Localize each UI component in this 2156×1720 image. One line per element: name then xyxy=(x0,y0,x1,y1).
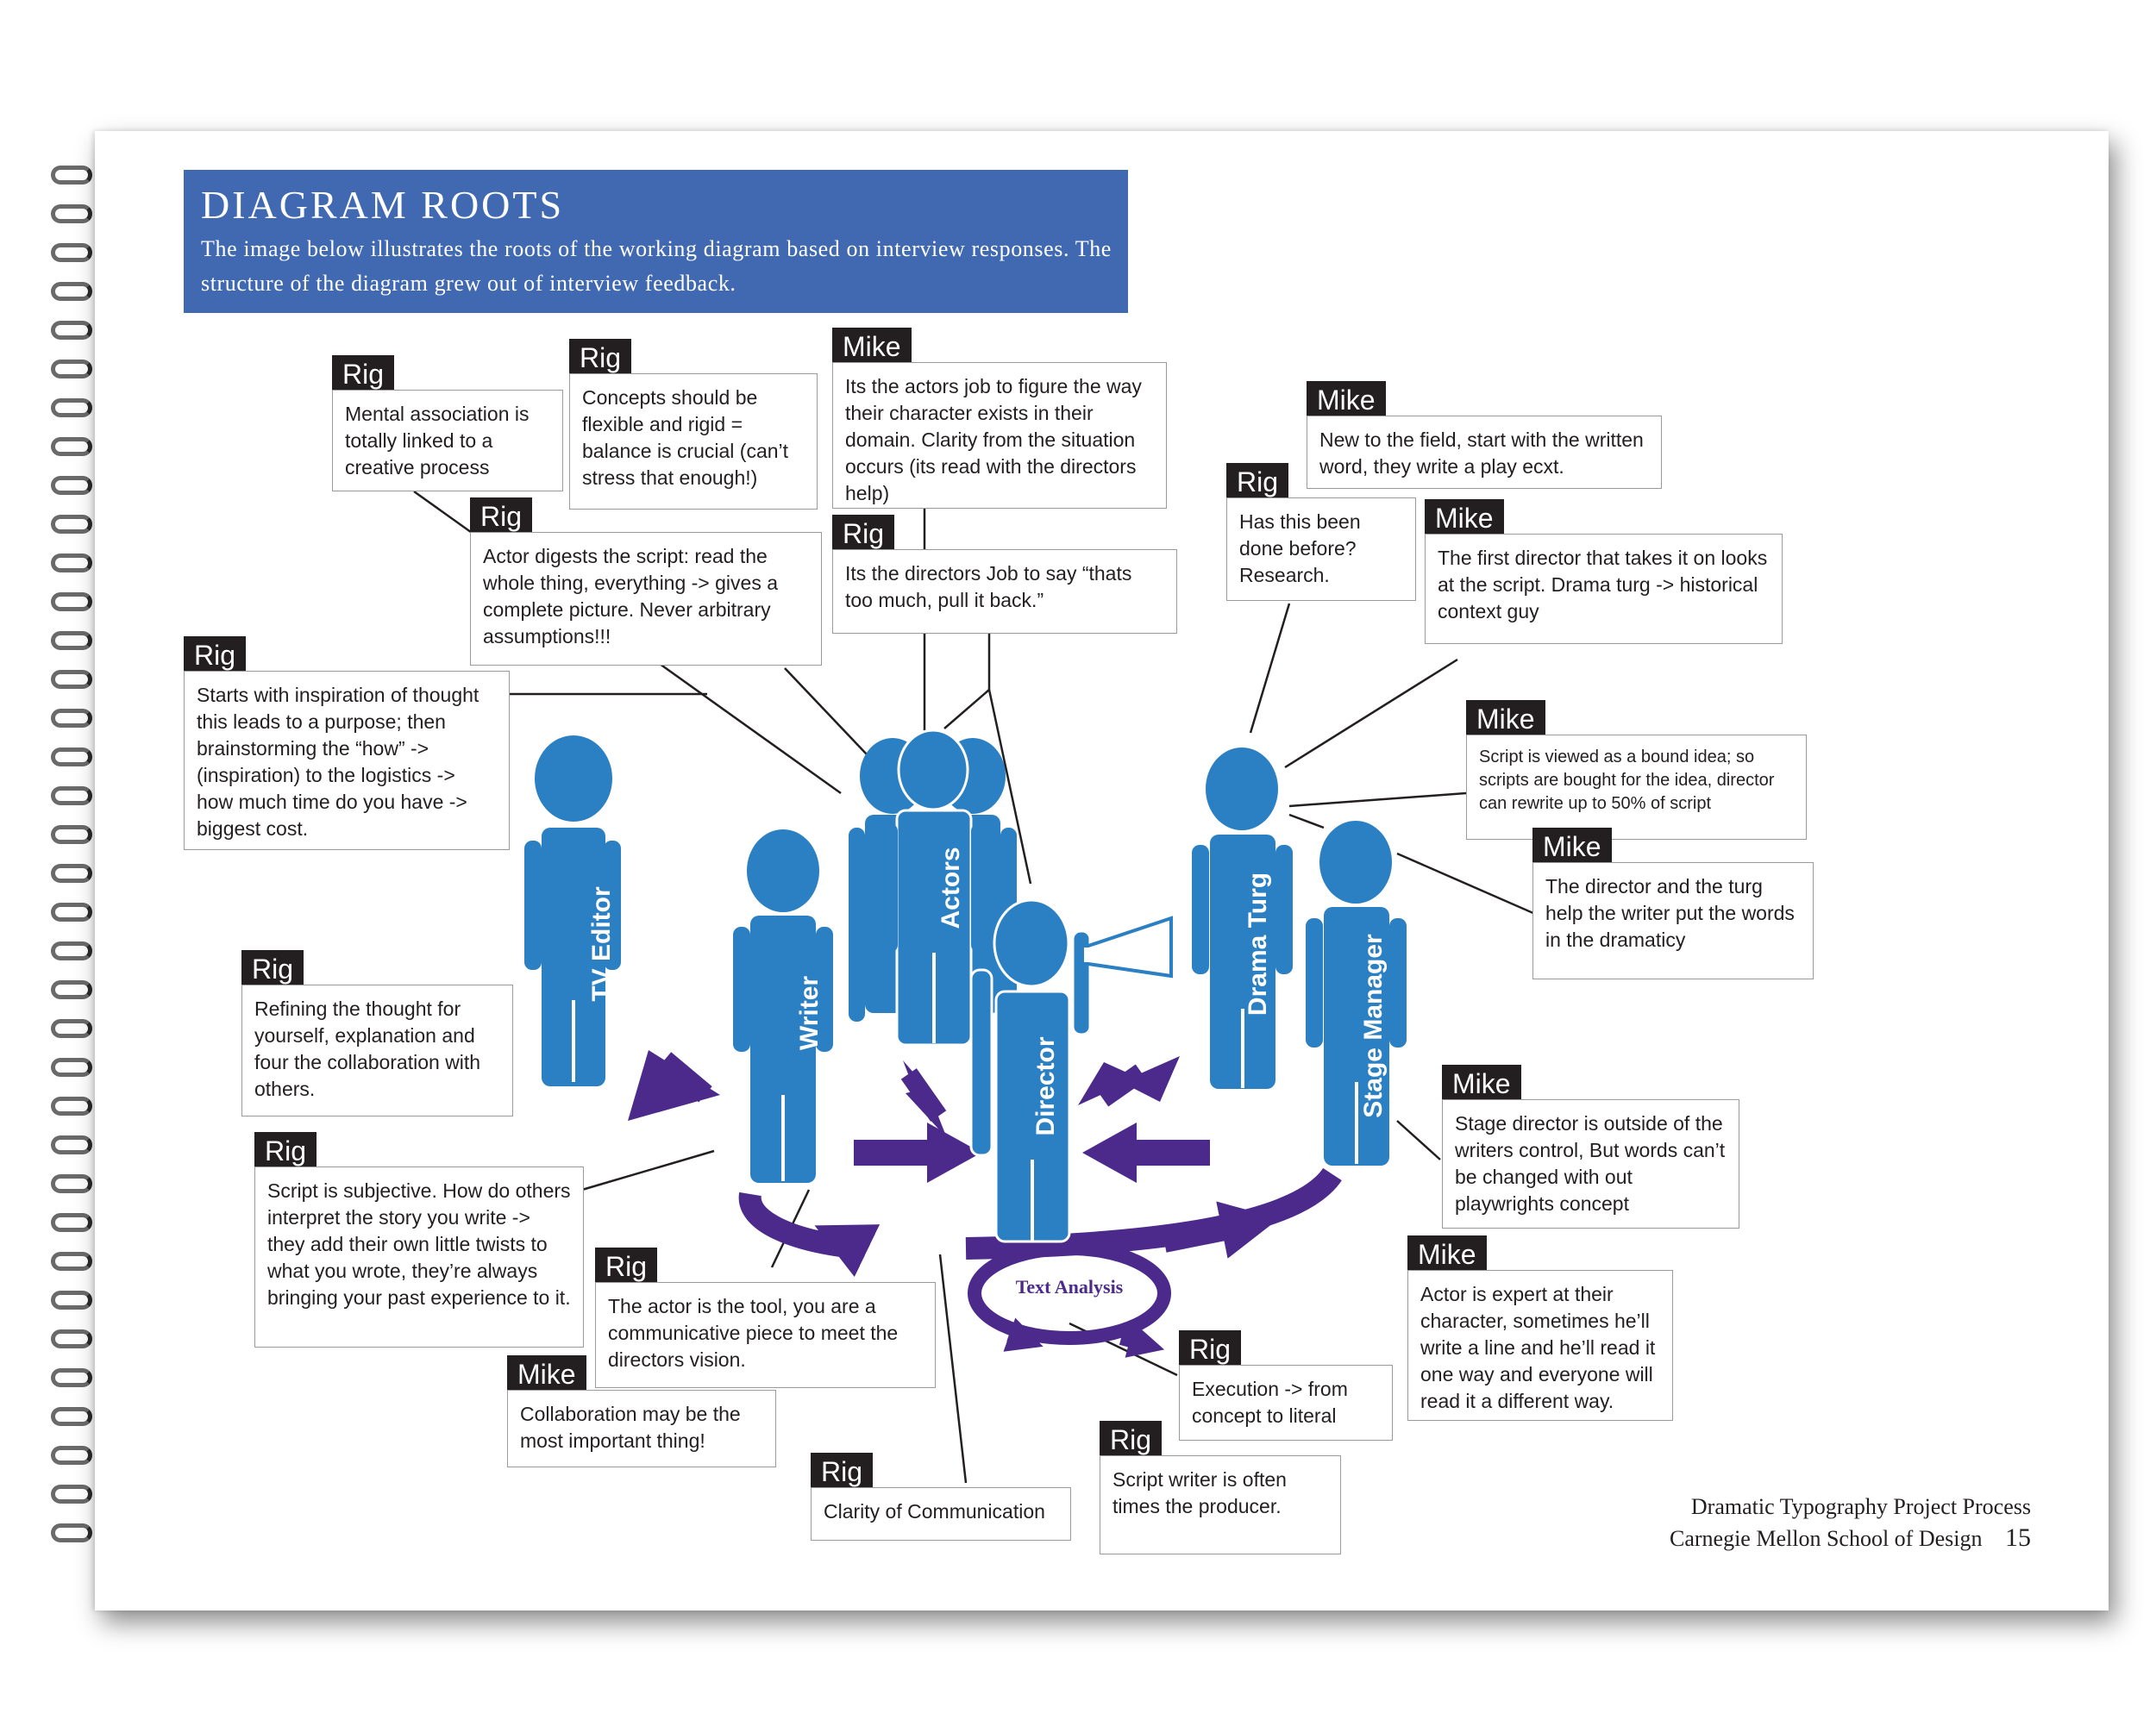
note-text: The actor is the tool, you are a communi… xyxy=(595,1282,936,1388)
actors-label: Actors xyxy=(937,847,965,929)
note-text: Actor is expert at their character, some… xyxy=(1407,1270,1673,1421)
note-text: Clarity of Communication xyxy=(811,1487,1071,1541)
note-text: Collaboration may be the most important … xyxy=(507,1390,776,1467)
speaker-tag: Mike xyxy=(1442,1065,1521,1103)
note-text: Its the actors job to figure the way the… xyxy=(832,362,1167,509)
note-text: The first director that takes it on look… xyxy=(1425,534,1783,644)
note-text: Has this been done before? Research. xyxy=(1226,497,1416,601)
speaker-tag: Rig xyxy=(595,1248,658,1285)
note-text: Script is subjective. How do others inte… xyxy=(254,1166,584,1348)
note-text: Execution -> from concept to literal xyxy=(1179,1365,1393,1441)
writer-label: Writer xyxy=(795,976,824,1050)
speaker-tag: Rig xyxy=(241,950,304,988)
speaker-tag: Rig xyxy=(811,1453,874,1491)
tv-editor-label: TV Editor xyxy=(587,886,616,1002)
writer-figure xyxy=(733,829,833,1183)
page-number: 15 xyxy=(2005,1523,2031,1552)
footer-school: Carnegie Mellon School of Design xyxy=(1670,1526,1983,1551)
speaker-tag: Rig xyxy=(184,636,247,674)
text-analysis-label: Text Analysis xyxy=(1016,1276,1124,1298)
director-label: Director xyxy=(1031,1036,1060,1135)
speaker-tag: Mike xyxy=(507,1355,586,1393)
footer-project: Dramatic Typography Project Process xyxy=(1690,1494,2031,1519)
role-arrows xyxy=(628,1050,1210,1183)
note-text: New to the field, start with the written… xyxy=(1307,416,1662,489)
note-text: Script writer is often times the produce… xyxy=(1100,1455,1341,1554)
speaker-tag: Mike xyxy=(832,328,912,366)
speaker-tag: Rig xyxy=(254,1132,317,1170)
drama-turg-figure xyxy=(1192,747,1293,1089)
stage-manager-label: Stage Manager xyxy=(1359,934,1388,1118)
stage-manager-figure xyxy=(1306,821,1407,1166)
speaker-tag: Rig xyxy=(1179,1330,1242,1368)
header-banner: DIAGRAM ROOTS The image below illustrate… xyxy=(184,170,1128,313)
note-text: Starts with inspiration of thought this … xyxy=(184,671,510,850)
speaker-tag: Mike xyxy=(1532,828,1612,866)
collaboration-arrows xyxy=(738,1167,1342,1358)
note-text: Mental association is totally linked to … xyxy=(332,390,563,491)
note-text: Refining the thought for yourself, expla… xyxy=(241,985,513,1116)
speaker-tag: Rig xyxy=(832,515,895,553)
speaker-tag: Rig xyxy=(1100,1421,1163,1459)
page-description: The image below illustrates the roots of… xyxy=(201,236,1112,296)
note-text: Stage director is outside of the writers… xyxy=(1442,1099,1739,1229)
speaker-tag: Mike xyxy=(1307,381,1386,419)
speaker-tag: Mike xyxy=(1425,499,1504,537)
person-figures xyxy=(524,729,1407,1243)
actors-figure xyxy=(849,729,1017,1047)
note-text: Concepts should be flexible and rigid = … xyxy=(569,373,818,510)
speaker-tag: Rig xyxy=(470,497,533,535)
page-footer: Dramatic Typography Project Process Carn… xyxy=(1670,1492,2031,1554)
note-text: Actor digests the script: read the whole… xyxy=(470,532,822,666)
page-title: DIAGRAM ROOTS xyxy=(201,183,565,227)
note-text: Script is viewed as a bound idea; so scr… xyxy=(1466,735,1807,840)
tv-editor-figure xyxy=(524,735,621,1086)
note-text: Its the directors Job to say “thats too … xyxy=(832,549,1177,634)
speaker-tag: Mike xyxy=(1407,1235,1487,1273)
speaker-tag: Mike xyxy=(1466,700,1545,738)
drama-turg-label: Drama Turg xyxy=(1244,873,1272,1016)
director-figure xyxy=(969,898,1173,1243)
speaker-tag: Rig xyxy=(332,355,395,393)
speaker-tag: Rig xyxy=(1226,463,1289,501)
note-text: The director and the turg help the write… xyxy=(1532,862,1814,979)
speaker-tag: Rig xyxy=(569,339,632,377)
